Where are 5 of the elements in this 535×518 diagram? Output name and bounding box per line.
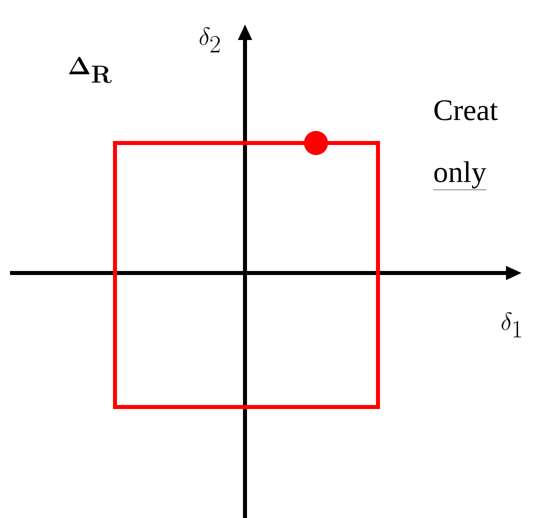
axis-label: $\delta_2$ [200,27,220,52]
note-text: only [433,161,487,190]
region-symbol: $\mathbf{\Delta}_{\mathbf{R}}$ [69,56,112,84]
note-text: Creat [434,100,498,120]
axis-label: $\delta_1$ [502,312,521,338]
